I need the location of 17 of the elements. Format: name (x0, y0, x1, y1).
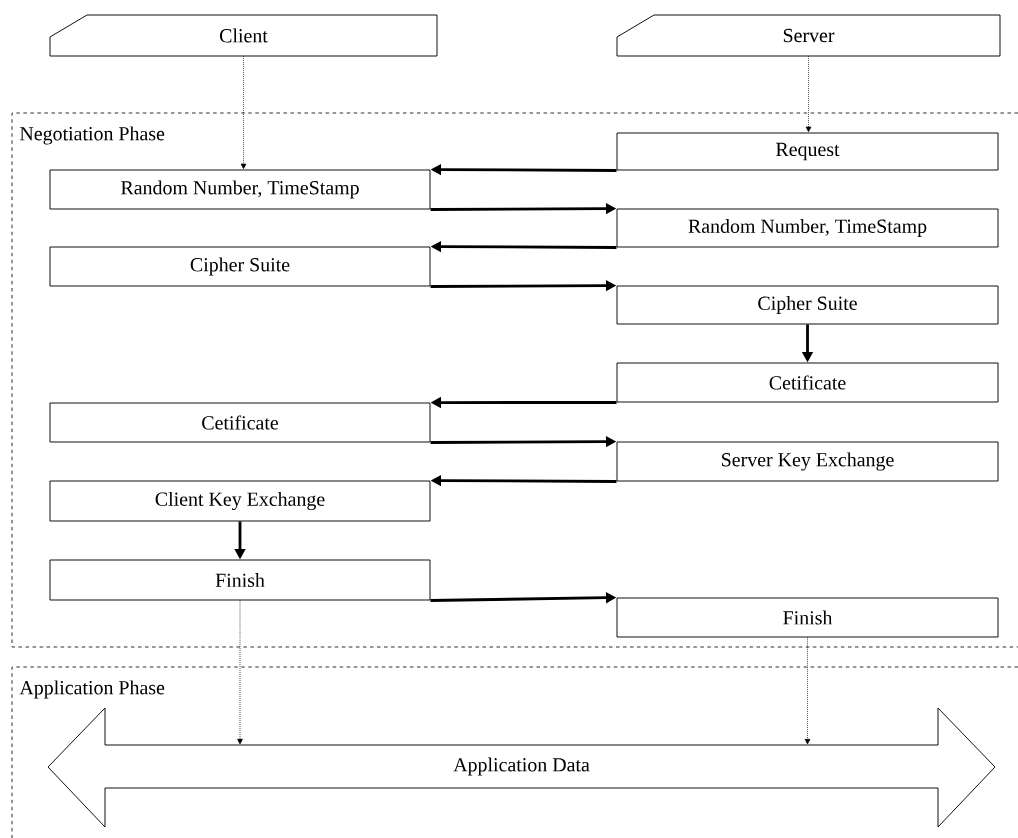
message-box: Cipher Suite (616, 285, 999, 325)
message-box: Server Key Exchange (616, 441, 999, 482)
message-box: Cipher Suite (49, 246, 431, 287)
lifeline-arrow (237, 600, 243, 745)
participant-tab: Server (616, 14, 1001, 57)
message-box: Request (616, 132, 999, 171)
lifeline-arrow (805, 55, 812, 133)
message-box: Finish (616, 597, 999, 638)
message-box: Cetificate (616, 362, 999, 403)
lifeline-arrow (240, 55, 247, 169)
message-box: Random Number, TimeStamp (49, 169, 431, 210)
participant-tab: Client (49, 14, 438, 57)
message-box: Client Key Exchange (49, 480, 431, 522)
message-box: Random Number, TimeStamp (616, 208, 999, 248)
message-box: Finish (49, 559, 431, 601)
lifeline-arrow (804, 637, 811, 745)
message-box: Cetificate (49, 402, 431, 443)
